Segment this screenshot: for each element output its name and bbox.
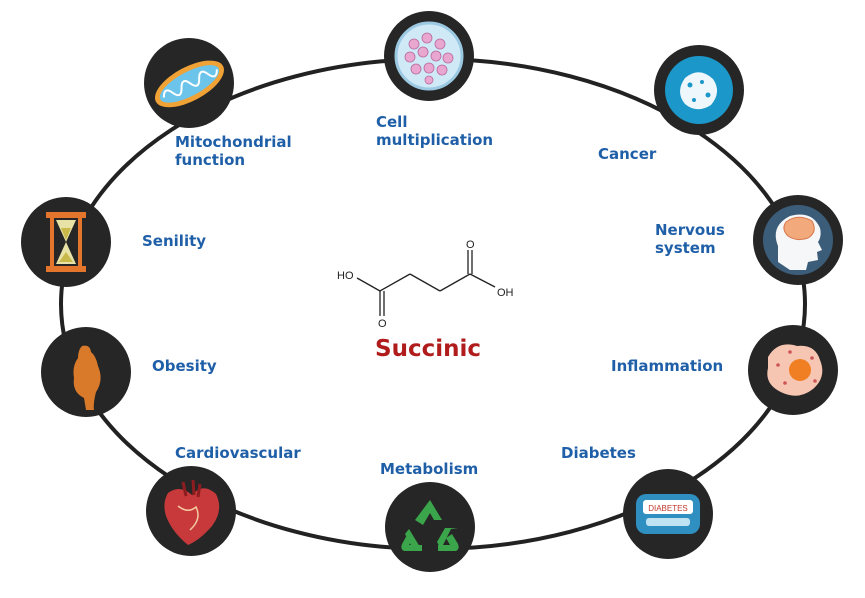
label-line: function xyxy=(175,151,246,169)
carbonyl-right-label: O xyxy=(466,239,475,251)
diabetes-meter-text: DIABETES xyxy=(648,504,688,513)
cell-dish-icon xyxy=(384,11,474,101)
label-metabolism: Metabolism xyxy=(380,460,478,478)
label-diabetes: Diabetes xyxy=(561,444,636,462)
label-cancer: Cancer xyxy=(598,145,656,163)
label-line: Obesity xyxy=(152,357,217,375)
label-senility: Senility xyxy=(142,232,206,250)
label-line: Diabetes xyxy=(561,444,636,462)
inflamed-cell-icon xyxy=(748,325,838,415)
label-nervous-system: Nervous system xyxy=(655,221,725,257)
center-title: Succinic xyxy=(375,336,481,362)
label-cardiovascular: Cardiovascular xyxy=(175,444,301,462)
mitochondria-icon xyxy=(144,38,234,128)
heart-icon xyxy=(146,466,236,556)
succinic-acid-structure xyxy=(356,250,496,316)
label-line: Cancer xyxy=(598,145,657,163)
label-line: Metabolism xyxy=(380,460,479,478)
label-line: Inflammation xyxy=(611,357,724,375)
label-inflammation: Inflammation xyxy=(611,357,723,375)
hourglass-icon xyxy=(21,197,111,287)
label-obesity: Obesity xyxy=(152,357,217,375)
label-line: Cell xyxy=(376,113,408,131)
label-cell-multiplication: Cell multiplication xyxy=(376,113,493,149)
label-line: Senility xyxy=(142,232,207,250)
obese-body-icon xyxy=(41,327,131,417)
glucose-meter-icon: DIABETES xyxy=(623,469,713,559)
label-mitochondrial-function: Mitochondrial function xyxy=(175,133,292,169)
label-line: Nervous xyxy=(655,221,725,239)
cancer-cell-icon xyxy=(654,45,744,135)
label-line: multiplication xyxy=(376,131,494,149)
label-line: Mitochondrial xyxy=(175,133,292,151)
label-line: Cardiovascular xyxy=(175,444,301,462)
brain-head-icon xyxy=(753,195,843,285)
hydroxyl-right-label: OH xyxy=(497,287,514,299)
label-line: system xyxy=(655,239,716,257)
hydroxyl-left-label: HO xyxy=(337,270,354,282)
carbonyl-left-label: O xyxy=(378,318,387,330)
recycle-icon xyxy=(385,482,475,572)
